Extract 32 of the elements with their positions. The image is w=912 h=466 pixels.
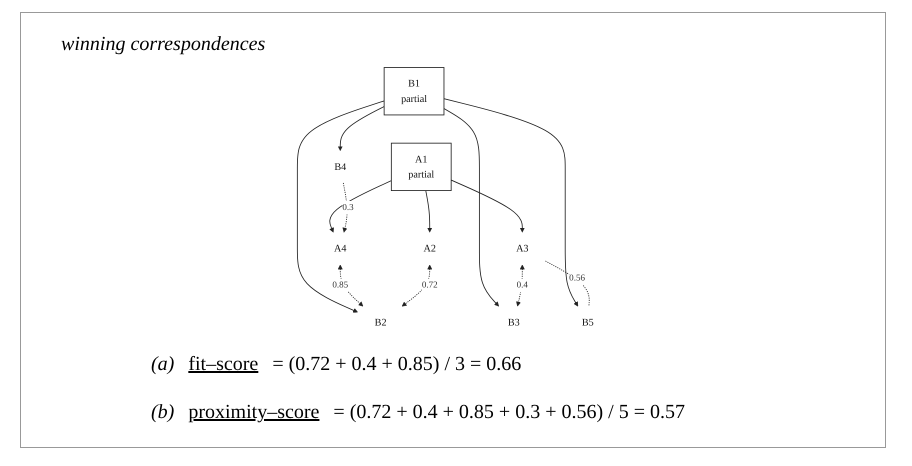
arrow [425, 190, 432, 233]
arrow [338, 106, 385, 151]
note-text: winning correspondences [61, 33, 266, 56]
arrow [450, 180, 525, 233]
edge-label: 0.4 [516, 280, 528, 290]
node-text: A4 [334, 242, 346, 254]
score-name: fit–score [188, 353, 258, 375]
node-text: A3 [516, 242, 529, 254]
edge-label: 0.56 [569, 273, 585, 283]
formula-label: (b) [151, 401, 174, 423]
arrow [342, 182, 348, 233]
node-text: B4 [334, 160, 346, 172]
arrow [296, 100, 385, 313]
arrow [516, 264, 525, 307]
arrow [444, 108, 500, 307]
node-text: B5 [582, 316, 594, 328]
connector [545, 260, 590, 307]
arrow [402, 264, 432, 307]
arrow [444, 98, 578, 307]
node-text: A2 [424, 242, 436, 254]
formula-text: = (0.72 + 0.4 + 0.85 + 0.3 + 0.56) / 5 = 0.57 [333, 401, 685, 423]
node-text: B2 [374, 316, 387, 328]
node-box: A1 partial [390, 142, 452, 191]
arrow [329, 180, 392, 233]
edge-label: 0.3 [342, 202, 354, 212]
score-name: proximity–score [188, 401, 320, 423]
formula-text: = (0.72 + 0.4 + 0.85) / 3 = 0.66 [272, 353, 522, 375]
node-text: B3 [508, 316, 520, 328]
formula-label: (a) [151, 353, 174, 375]
edge-label: 0.72 [422, 280, 438, 290]
node-box: B1 partial [384, 67, 444, 116]
edge-label: 0.85 [332, 280, 348, 290]
